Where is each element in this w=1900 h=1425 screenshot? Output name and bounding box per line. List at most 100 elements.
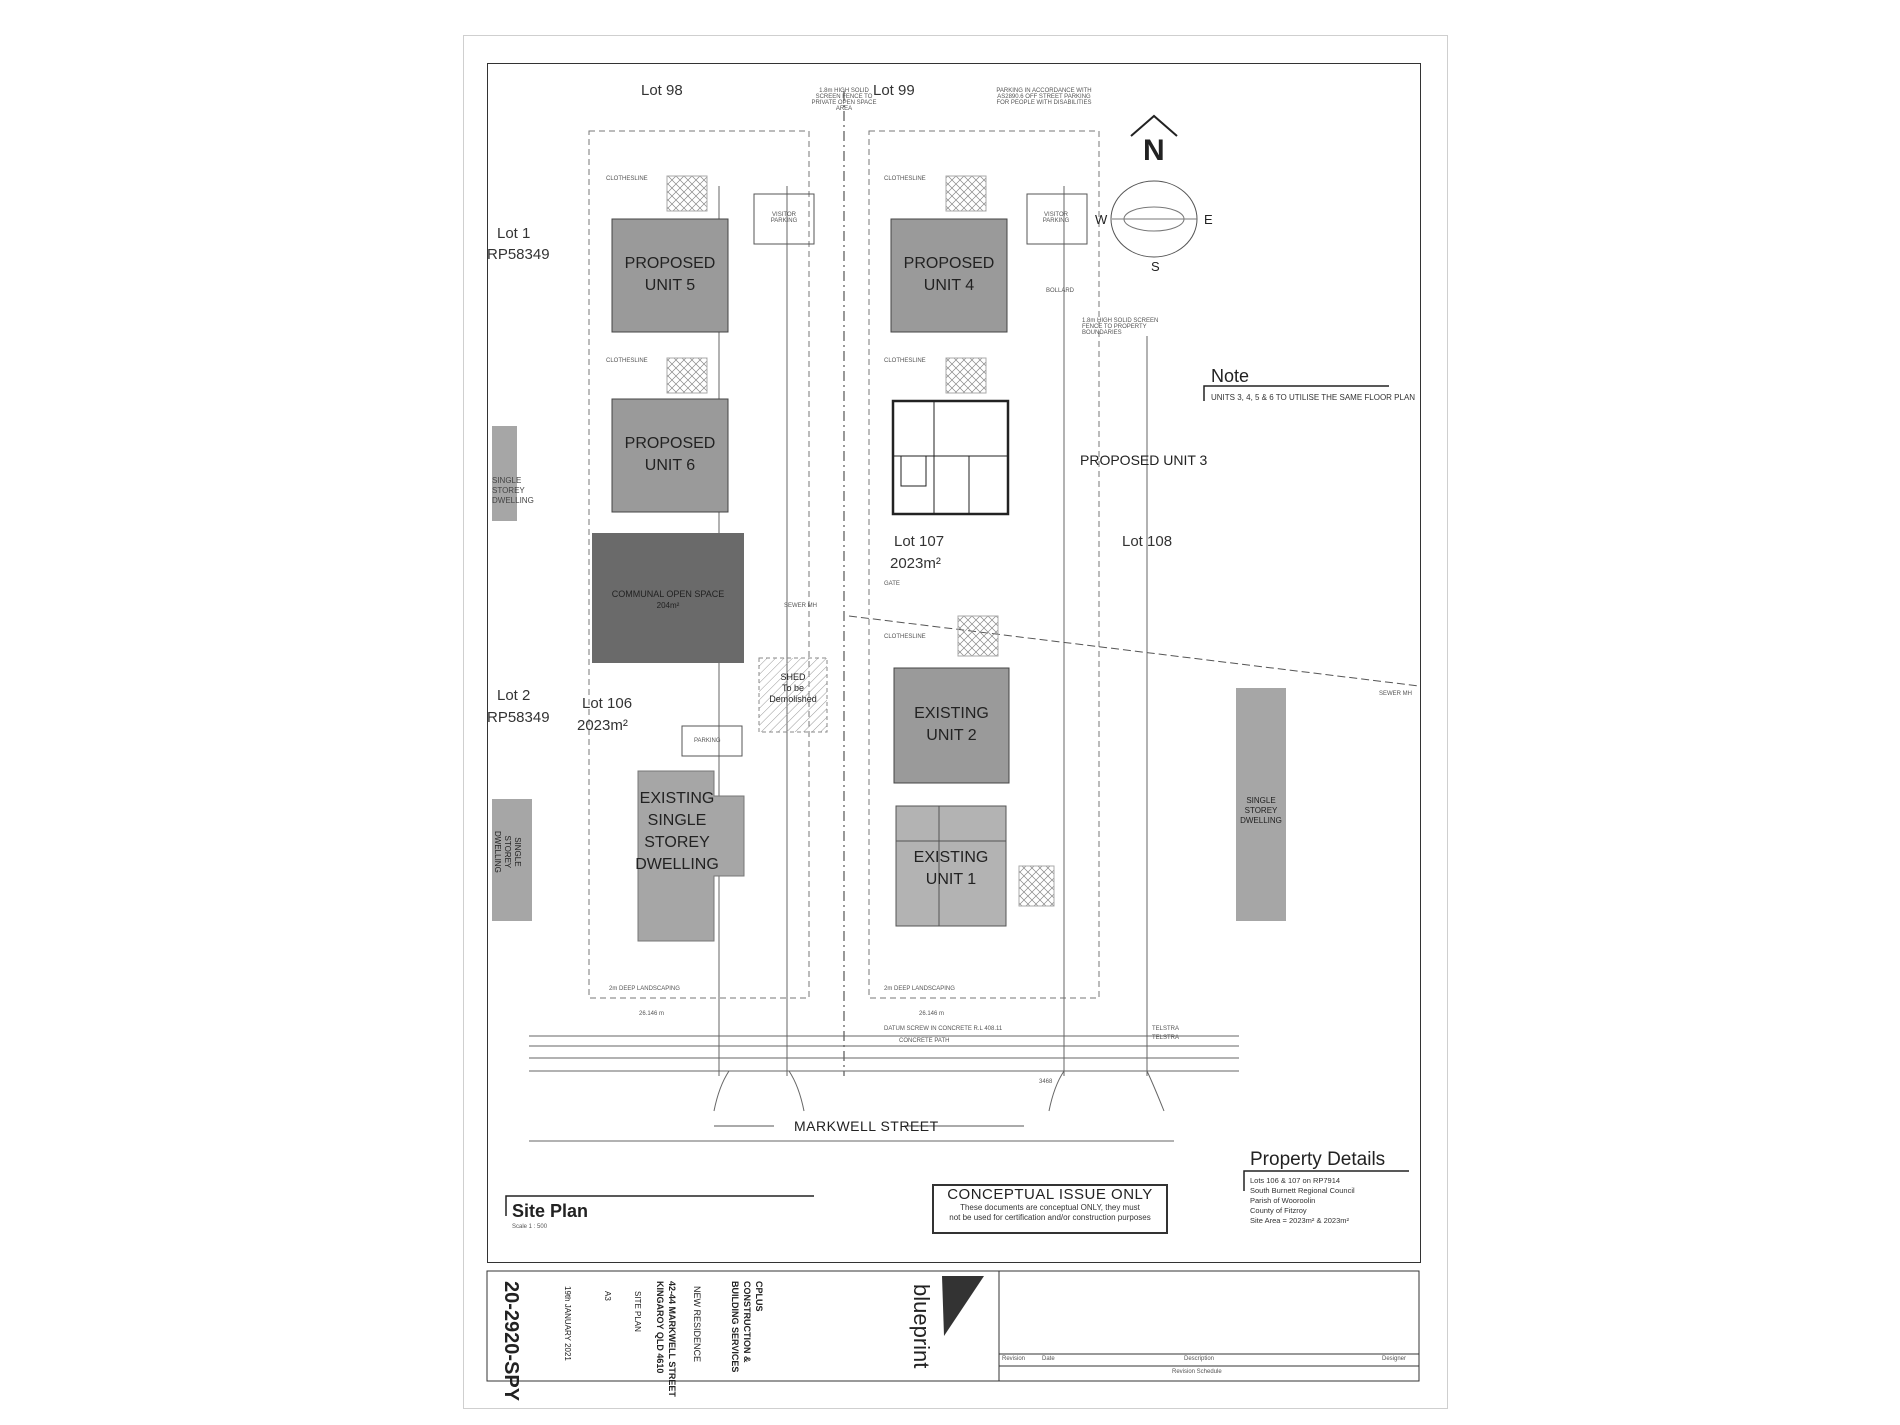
client-line-1: CPLUS xyxy=(754,1281,764,1312)
lot-99-label: Lot 99 xyxy=(873,82,915,99)
drawing-sheet: N W E S Lot 98 Lot 99 Lot 1 RP58349 Lot … xyxy=(463,35,1448,1409)
lot-106-area: 2023m² xyxy=(577,717,628,734)
clothesline-label-3: CLOTHESLINE xyxy=(606,358,648,364)
unit-1-floorplan xyxy=(895,805,1007,927)
blueprint-logo-text: blueprint xyxy=(909,1284,934,1369)
lot-1-rp: RP58349 xyxy=(487,246,550,263)
revision-schedule-label: Revision Schedule xyxy=(1172,1369,1222,1375)
neighbour-left-top xyxy=(492,426,517,521)
site-plan-drawing xyxy=(486,91,1420,1382)
drawing-number: 20-2920-SPY xyxy=(500,1281,522,1402)
shed-demolish xyxy=(758,657,828,733)
communal-label: COMMUNAL OPEN SPACE xyxy=(611,589,725,599)
rev-header-date: Date xyxy=(1042,1356,1055,1362)
project-title: NEW RESIDENCE xyxy=(692,1286,702,1363)
client-line-2: CONSTRUCTION & xyxy=(742,1281,752,1363)
unit-3-floorplan xyxy=(891,399,1010,516)
address-line-1: 42-44 MARKWELL STREET xyxy=(667,1281,677,1397)
sewer-label-1: SEWER MH xyxy=(784,603,817,609)
frontage-a: 26.146 m xyxy=(639,1011,665,1017)
unit-5-footprint xyxy=(611,218,729,333)
bollard-label: BOLLARD xyxy=(1046,288,1075,294)
rev-header-revision: Revision xyxy=(1002,1356,1026,1362)
lot-2-label: Lot 2 xyxy=(497,687,531,704)
sheet-title: SITE PLAN xyxy=(633,1291,642,1332)
client-line-3: BUILDING SERVICES xyxy=(730,1281,740,1373)
clothesline-label-1: CLOTHESLINE xyxy=(606,176,648,182)
drawing-frame xyxy=(487,63,1421,1263)
note-title: Note xyxy=(1211,366,1250,386)
conceptual-line-2: not be used for certification and/or con… xyxy=(949,1213,1151,1222)
property-details-bracket xyxy=(1243,1170,1409,1191)
landscaping-label-2: 2m DEEP LANDSCAPING xyxy=(884,986,955,992)
gate-label: GATE xyxy=(884,581,900,587)
conceptual-stamp: CONCEPTUAL ISSUE ONLY These documents ar… xyxy=(932,1184,1168,1234)
unit-3-label: PROPOSED UNIT 3 xyxy=(1080,452,1208,468)
property-details-list: Lots 106 & 107 on RP7914 South Burnett R… xyxy=(1250,1176,1355,1225)
lot-2-rp: RP58349 xyxy=(487,709,550,726)
street-lines xyxy=(529,1035,1239,1142)
kerb-label: DATUM SCREW IN CONCRETE R.L 408.11 xyxy=(884,1026,1003,1032)
lot-108-label: Lot 108 xyxy=(1122,533,1173,550)
frontage-b: 26.146 m xyxy=(919,1011,945,1017)
lot-107-label: Lot 107 xyxy=(894,533,945,550)
conceptual-line-1: These documents are conceptual ONLY, the… xyxy=(960,1203,1140,1212)
title-block-frame xyxy=(486,1270,1420,1382)
lot-1-label: Lot 1 xyxy=(497,225,531,242)
neighbour-left-bottom xyxy=(492,799,532,921)
lot-106-label: Lot 106 xyxy=(582,695,633,712)
sewer-label-2: SEWER MH xyxy=(1379,691,1412,697)
visitor-parking-label-2: VISITOR PARKING xyxy=(1042,212,1070,224)
telstra-label-1: TELSTRA xyxy=(1152,1026,1180,1032)
existing-dwelling-footprint xyxy=(637,770,745,942)
conceptual-title: CONCEPTUAL ISSUE ONLY xyxy=(947,1186,1153,1203)
note-bracket xyxy=(1203,385,1389,401)
unit-4-footprint xyxy=(890,218,1008,333)
east-letter: E xyxy=(1204,212,1213,227)
north-letter: N xyxy=(1143,134,1165,167)
lot-107-area: 2023m² xyxy=(890,555,941,572)
blueprint-logo-mark xyxy=(942,1276,984,1336)
lot-boundaries xyxy=(588,130,1100,999)
telstra-label-2: TELSTRA xyxy=(1152,1035,1180,1041)
communal-open-space xyxy=(592,533,744,663)
communal-area: 204m² xyxy=(656,601,680,610)
clothesline-label-5: CLOTHESLINE xyxy=(884,634,926,640)
street-name: MARKWELL STREET xyxy=(794,1118,939,1134)
fence-note-right: 1.8m HIGH SOLID SCREEN FENCE TO PROPERTY… xyxy=(1082,318,1159,336)
clothesline-label-2: CLOTHESLINE xyxy=(884,176,926,182)
rev-header-description: Description xyxy=(1184,1356,1215,1362)
drawing-date: 19th JANUARY 2021 xyxy=(563,1286,572,1361)
site-plan-bracket xyxy=(505,1195,814,1216)
neighbour-right xyxy=(1236,688,1286,921)
visitor-parking-label-1: VISITOR PARKING xyxy=(770,212,798,224)
pos-areas xyxy=(666,175,1055,907)
visitor-parking-bays xyxy=(681,193,1088,757)
clothesline-label-4: CLOTHESLINE xyxy=(884,358,926,364)
unit-6-footprint xyxy=(611,398,729,513)
south-letter: S xyxy=(1151,259,1160,274)
unit-2-footprint xyxy=(893,667,1010,784)
west-letter: W xyxy=(1095,212,1108,227)
dimension-3468: 3468 xyxy=(1039,1079,1053,1085)
property-details-title: Property Details xyxy=(1250,1149,1386,1170)
note-body: UNITS 3, 4, 5 & 6 TO UTILISE THE SAME FL… xyxy=(1211,393,1416,402)
rev-header-designer: Designer xyxy=(1382,1356,1407,1362)
north-compass xyxy=(1110,114,1198,258)
address-line-2: KINGAROY QLD 4610 xyxy=(655,1281,665,1374)
site-plan-scale: Scale 1 : 500 xyxy=(512,1224,548,1230)
concrete-path-label: CONCRETE PATH xyxy=(899,1038,950,1044)
fence-note-top: 1.8m HIGH SOLID SCREEN FENCE TO PRIVATE … xyxy=(811,88,877,112)
sheet-size: A3 xyxy=(603,1291,612,1301)
site-plan-title: Site Plan xyxy=(512,1201,589,1221)
landscaping-label-1: 2m DEEP LANDSCAPING xyxy=(609,986,680,992)
